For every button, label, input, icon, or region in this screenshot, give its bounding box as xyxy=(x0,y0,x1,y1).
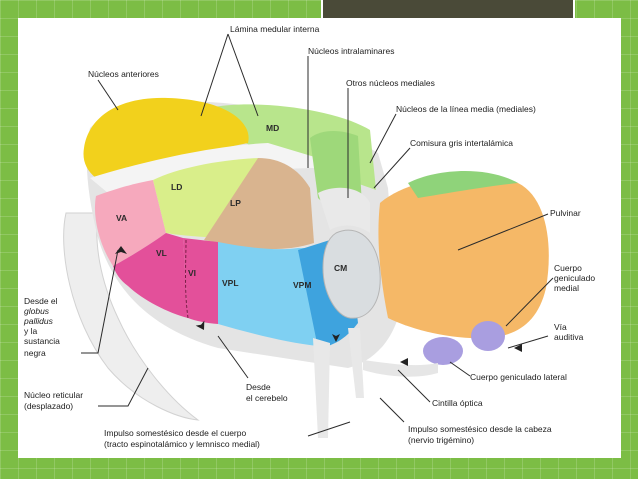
leader-linea-media xyxy=(369,113,397,164)
tract-lower-shape-2 xyxy=(348,328,364,398)
label-comisura: Comisura gris intertalámica xyxy=(410,138,513,148)
optic-tract-shape xyxy=(363,360,438,377)
label-impulso-cuerpo-2: (tracto espinotalámico y lemnisco medial… xyxy=(104,439,260,449)
arrow-cuerpo xyxy=(332,334,340,342)
label-impulso-cabeza-1: Impulso somestésico desde la cabeza xyxy=(408,424,552,434)
region-label-va: VA xyxy=(116,213,127,223)
label-linea-media: Núcleos de la línea media (mediales) xyxy=(396,104,536,114)
medial-geniculate-shape xyxy=(471,321,505,351)
leader-pulvinar xyxy=(457,213,549,251)
region-label-lp: LP xyxy=(230,198,241,208)
label-impulso-cabeza-2: (nervio trigémino) xyxy=(408,435,474,445)
label-desde-globus-1: Desde el xyxy=(24,296,58,306)
label-desde-globus-5: sustancia xyxy=(24,336,60,346)
label-pulvinar: Pulvinar xyxy=(550,208,581,218)
diagram-panel: MD LD LP VA VL VI VPL VPM CM Lámina medu… xyxy=(18,18,621,458)
label-desde-globus-2: globus xyxy=(24,306,50,316)
reticular-nucleus-shape xyxy=(63,212,200,421)
pulvinar-shape xyxy=(378,175,549,339)
region-label-vl: VL xyxy=(156,248,167,258)
region-label-vi: VI xyxy=(188,268,196,278)
vl-nucleus-shape xyxy=(113,233,188,318)
vl-vi-divider xyxy=(185,239,189,319)
arrow-cerebelo xyxy=(195,320,205,330)
region-label-md: MD xyxy=(266,123,279,133)
leader-anteriores xyxy=(97,79,119,111)
label-via-auditiva-2: auditiva xyxy=(554,332,584,342)
vi-nucleus-shape xyxy=(183,238,218,324)
leader-cintilla xyxy=(397,369,431,403)
label-impulso-cuerpo-1: Impulso somestésico desde el cuerpo xyxy=(104,428,246,438)
label-cintilla: Cintilla óptica xyxy=(432,398,483,408)
tract-lower-shape xyxy=(313,338,330,438)
label-nucleos-anteriores: Núcleos anteriores xyxy=(88,69,159,79)
arrow-cintilla xyxy=(400,358,408,366)
label-cerebelo-2: el cerebelo xyxy=(246,393,288,403)
va-nucleus-shape xyxy=(94,180,166,266)
region-label-cm: CM xyxy=(334,263,347,273)
label-desde-globus-6: negra xyxy=(24,348,46,358)
label-desde-globus-3: pallidus xyxy=(23,316,54,326)
leader-comisura xyxy=(373,147,411,189)
region-label-vpl: VPL xyxy=(222,278,239,288)
label-cuerpo-gen-medial-1: Cuerpo xyxy=(554,263,582,273)
lateral-geniculate-shape xyxy=(423,337,463,365)
label-lamina-medular: Lámina medular interna xyxy=(230,24,320,34)
label-reticular-1: Núcleo reticular xyxy=(24,390,83,400)
region-label-ld: LD xyxy=(171,182,182,192)
vpl-nucleus-shape xyxy=(218,242,318,346)
thalamus-diagram: MD LD LP VA VL VI VPL VPM CM Lámina medu… xyxy=(23,24,595,449)
cm-nucleus-shape xyxy=(322,229,381,319)
anterior-nuclei-shape xyxy=(83,97,249,178)
leader-medial-gen xyxy=(505,277,554,327)
leader-lateral-gen xyxy=(449,361,471,377)
leader-lamina xyxy=(200,33,259,117)
label-cuerpo-gen-medial-3: medial xyxy=(554,283,579,293)
label-desde-globus-4: y la xyxy=(24,326,38,336)
label-via-auditiva-1: Vía xyxy=(554,322,567,332)
arrow-via xyxy=(514,344,522,352)
pulvinar-top-shape xyxy=(408,170,518,198)
arrow-globus xyxy=(115,246,127,254)
leader-cerebelo xyxy=(217,335,249,379)
leader-via xyxy=(507,335,549,349)
region-label-vpm: VPM xyxy=(293,280,311,290)
label-cerebelo-1: Desde xyxy=(246,382,271,392)
leader-globus xyxy=(81,249,119,354)
label-reticular-2: (desplazado) xyxy=(24,401,73,411)
leader-reticular xyxy=(98,367,149,407)
label-cuerpo-gen-medial-2: geniculado xyxy=(554,273,595,283)
label-nucleos-intralaminares: Núcleos intralaminares xyxy=(308,46,394,56)
leader-cabeza xyxy=(379,397,405,423)
slide-header-bar xyxy=(321,0,575,20)
label-otros-nucleos: Otros núcleos mediales xyxy=(346,78,435,88)
label-cuerpo-gen-lateral: Cuerpo geniculado lateral xyxy=(470,372,567,382)
lp-nucleus-shape xyxy=(204,158,314,250)
leader-cuerpo xyxy=(307,421,351,437)
intralaminar-sheet-shape xyxy=(318,187,370,233)
